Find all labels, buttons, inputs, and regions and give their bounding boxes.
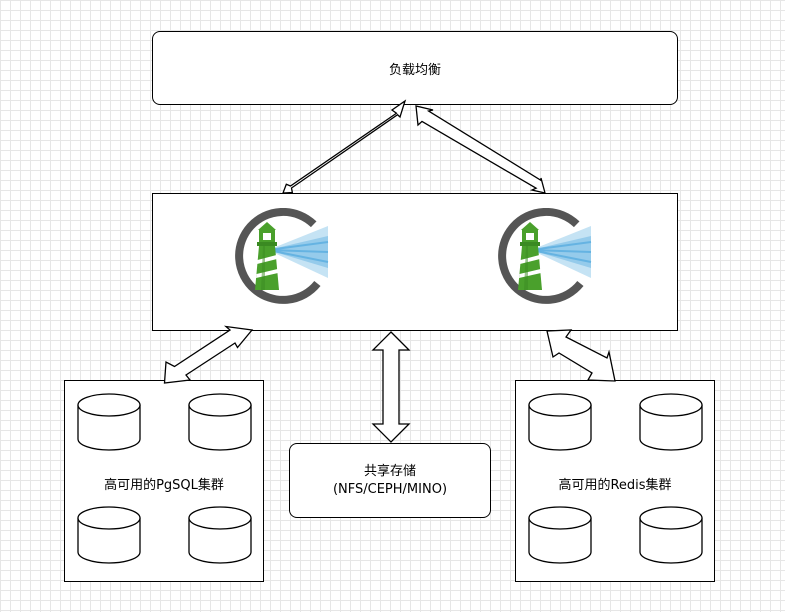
load-balancer-label: 负载均衡 — [388, 62, 441, 78]
load-balancer-node[interactable]: 负载均衡 — [152, 31, 678, 105]
pgsql-cluster-node[interactable]: 高可用的PgSQL集群 — [64, 380, 264, 582]
lighthouse-icon — [235, 208, 329, 304]
connector-app-storage — [371, 331, 411, 443]
connector-lb-app-left — [282, 99, 407, 194]
shared-storage-title: 共享存储 — [363, 463, 416, 479]
app-tier-node[interactable] — [152, 193, 678, 331]
connector-lb-app-right — [415, 105, 546, 194]
redis-cluster-label: 高可用的Redis集群 — [558, 478, 672, 493]
database-icon — [188, 506, 252, 564]
database-icon — [77, 506, 141, 564]
shared-storage-node[interactable]: 共享存储 (NFS/CEPH/MINO) — [289, 443, 491, 518]
database-icon — [528, 506, 592, 564]
lighthouse-icon — [498, 208, 592, 304]
shared-storage-subtitle: (NFS/CEPH/MINO) — [332, 481, 448, 497]
database-icon — [77, 393, 141, 451]
database-icon — [639, 393, 703, 451]
connector-app-redis — [546, 329, 616, 382]
redis-cluster-node[interactable]: 高可用的Redis集群 — [515, 380, 715, 582]
pgsql-cluster-label: 高可用的PgSQL集群 — [104, 478, 224, 493]
database-icon — [188, 393, 252, 451]
database-icon — [528, 393, 592, 451]
connector-app-pgsql — [163, 325, 254, 384]
database-icon — [639, 506, 703, 564]
